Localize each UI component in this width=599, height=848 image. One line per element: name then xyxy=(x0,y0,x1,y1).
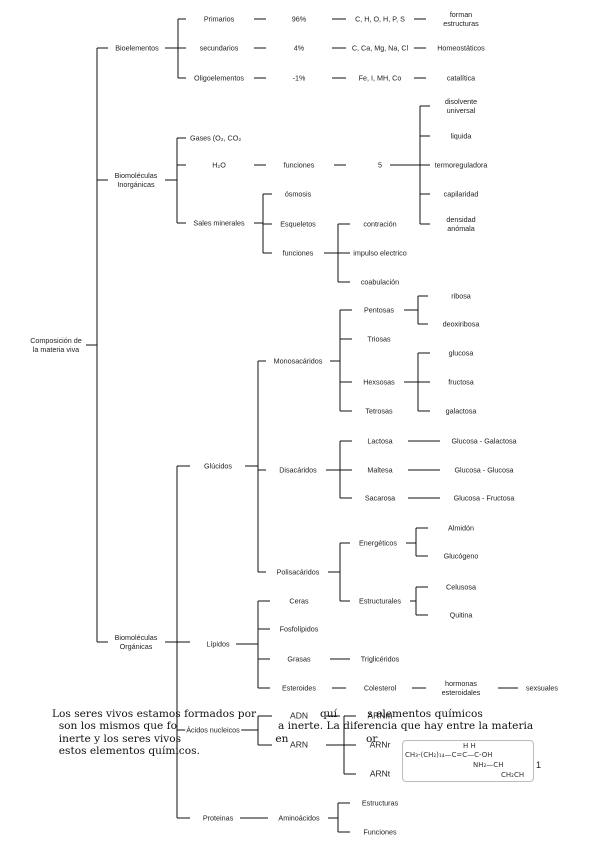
gases-node: Gases (O₂, CO₂ xyxy=(189,133,243,143)
root-node: Composición de la materia viva xyxy=(29,336,83,354)
celulosa-node: Celusosa xyxy=(445,582,477,592)
galactosa-node: galactosa xyxy=(444,406,478,416)
aminoacidos-node: Aminoácidos xyxy=(277,813,321,823)
primarios-node: Primarios xyxy=(202,14,236,24)
water-prop-4: capilaridad xyxy=(442,189,480,199)
impulso-electrico-node: impulso electrico xyxy=(352,248,408,258)
oligoelementos-percent: -1% xyxy=(291,73,307,83)
acidos-nucleicos-node: Ácidos nucleicos xyxy=(185,725,241,735)
quitina-node: Quitina xyxy=(448,610,474,620)
water-prop-3: termoreguladora xyxy=(433,160,489,170)
almidon-node: Almidón xyxy=(447,523,475,533)
secundarios-percent: 4% xyxy=(292,43,306,53)
lipidos-node: Lípidos xyxy=(205,639,231,649)
lactosa-parts: Glucosa - Galactosa xyxy=(450,436,518,446)
sacarosa-parts: Glucosa - Fructosa xyxy=(452,493,516,503)
grasas-node: Grasas xyxy=(286,654,312,664)
coabulacion-node: coabulación xyxy=(359,277,401,287)
arnr-node: ARNr xyxy=(368,739,392,750)
esteroides-node: Esteroides xyxy=(281,683,317,693)
maltesa-node: Maltesa xyxy=(366,465,394,475)
formula-amine: NH₂—CH xyxy=(473,761,504,769)
hormonas-esteroidales-node: hormonas esteroidales xyxy=(440,679,482,697)
triosas-node: Triosas xyxy=(366,334,392,344)
osmosis-node: ósmosis xyxy=(283,189,313,199)
hexosas-node: Hexsosas xyxy=(362,377,396,387)
sales-funciones-node: funciones xyxy=(281,248,315,258)
funciones-proteinas-node: Funciones xyxy=(362,827,398,837)
h2o-funciones-count: 5 xyxy=(377,160,383,170)
trigliceridos-node: Triglicéridos xyxy=(359,654,401,664)
primarios-role: forman estructuras xyxy=(442,10,480,28)
estructurales-node: Estructurales xyxy=(358,596,402,606)
glucogeno-node: Glucógeno xyxy=(442,551,480,561)
arnt-node: ARNt xyxy=(368,768,392,779)
fosfolipidos-node: Fosfolípidos xyxy=(278,624,320,634)
overlay-paragraph: Los seres vivos estamos formados por quí… xyxy=(52,708,534,758)
page-number: 1 xyxy=(536,760,542,770)
water-prop-1: disolvente universal xyxy=(443,97,479,115)
tetrosas-node: Tetrosas xyxy=(364,406,394,416)
sales-minerales-node: Sales minerales xyxy=(192,218,246,228)
secundarios-node: secundarios xyxy=(198,43,240,53)
proteinas-node: Proteinas xyxy=(201,813,235,823)
bioelementos-node: Bioelementos xyxy=(114,43,160,53)
ribosa-node: ribosa xyxy=(450,291,472,301)
h2o-node: H₂O xyxy=(211,160,227,170)
fructosa-node: fructosa xyxy=(447,377,475,387)
formula-chain: CH₃-(CH₂)₁₄—C=C—C-OH xyxy=(405,751,493,759)
energeticos-node: Energéticos xyxy=(358,538,398,548)
water-prop-2: liquida xyxy=(449,131,473,141)
monosacaridos-node: Monosacáridos xyxy=(272,356,324,366)
organicas-node: Biomoléculas Orgánicas xyxy=(113,633,159,651)
arn-node: ARN xyxy=(289,739,309,750)
water-prop-5: densidad anómala xyxy=(445,215,477,233)
sacarosa-node: Sacarosa xyxy=(363,493,397,503)
h2o-funciones-node: funciones xyxy=(282,160,316,170)
primarios-elements: C, H, O, H, P, S xyxy=(354,14,406,24)
oligoelementos-role: catalítica xyxy=(445,73,477,83)
formula-tail: CH₂CH xyxy=(501,771,525,779)
deoxiribosa-node: deoxiribosa xyxy=(441,319,481,329)
chemical-formula-box: H H CH₃-(CH₂)₁₄—C=C—C-OH NH₂—CH CH₂CH xyxy=(402,740,534,782)
contracion-node: contración xyxy=(362,219,398,229)
primarios-percent: 96% xyxy=(290,14,308,24)
disacaridos-node: Disacáridos xyxy=(278,465,318,475)
oligoelementos-node: Oligoelementos xyxy=(193,73,245,83)
ceras-node: Ceras xyxy=(288,596,310,606)
maltesa-parts: Glucosa - Glucosa xyxy=(453,465,515,475)
lactosa-node: Lactosa xyxy=(366,436,394,446)
adn-node: ADN xyxy=(289,710,309,721)
esqueletos-node: Esqueletos xyxy=(279,219,317,229)
oligoelementos-elements: Fe, I, MH, Co xyxy=(357,73,403,83)
polisacaridos-node: Polisacáridos xyxy=(275,567,321,577)
estructuras-node: Estructuras xyxy=(360,798,400,808)
glucidos-node: Glúcidos xyxy=(203,461,233,471)
arnm-node: ARNm xyxy=(366,710,394,721)
colesterol-node: Colesterol xyxy=(362,683,398,693)
secundarios-role: Homeostáticos xyxy=(436,43,486,53)
glucosa-node: glucosa xyxy=(447,348,475,358)
pentosas-node: Pentosas xyxy=(363,305,395,315)
inorganicas-node: Biomoléculas Inorgánicas xyxy=(113,171,159,189)
secundarios-elements: C, Ca, Mg, Na, Cl xyxy=(350,43,410,53)
sexuales-node: sexsuales xyxy=(525,683,559,693)
formula-h-marks: H H xyxy=(463,742,476,750)
